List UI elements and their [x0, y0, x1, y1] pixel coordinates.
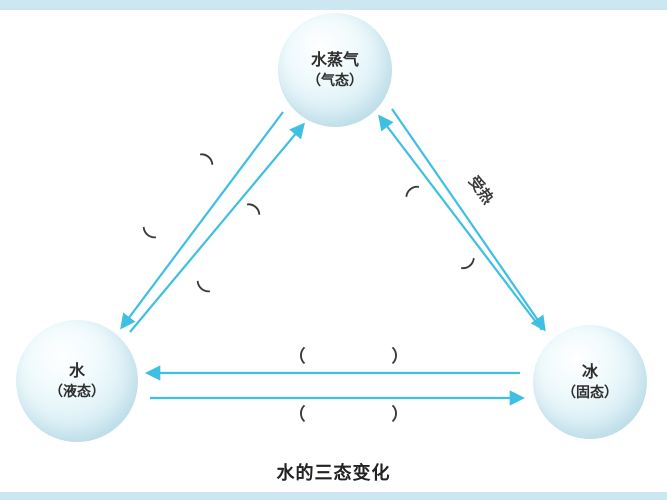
arrow-vapor-to-ice — [391, 108, 546, 332]
node-vapor-name: 水蒸气 — [310, 51, 359, 69]
blank-left-inner-open-paren: （ — [186, 279, 212, 305]
label-heated: 受热 — [465, 173, 497, 208]
node-vapor: 水蒸气 （气态） — [278, 13, 392, 127]
node-water-name: 水 — [68, 362, 85, 380]
blank-bottom-upper-close-paren: ） — [392, 346, 409, 366]
blank-right-close-paren: ） — [459, 256, 485, 282]
diagram-title: 水的三态变化 — [276, 463, 391, 483]
node-ice: 冰 （固态） — [533, 325, 647, 439]
bottom-border-strip — [0, 492, 667, 500]
node-ice-name: 冰 — [581, 363, 598, 381]
node-water-state: （液态） — [49, 383, 105, 400]
top-border-strip — [0, 0, 667, 10]
blank-bottom-lower-open-paren: （ — [289, 404, 306, 424]
arrow-vapor-to-water — [120, 111, 284, 330]
arrow-ice-to-vapor — [378, 114, 543, 331]
node-ice-state: （固态） — [562, 384, 618, 401]
blank-left-inner-close-paren: ） — [245, 191, 271, 217]
blank-bottom-lower-close-paren: ） — [392, 404, 409, 424]
blank-left-outer-close-paren: ） — [198, 141, 224, 167]
blank-bottom-upper-open-paren: （ — [289, 346, 306, 366]
blank-right-open-paren: （ — [395, 173, 421, 199]
node-water: 水 （液态） — [16, 320, 138, 442]
arrow-water-to-vapor — [129, 122, 305, 333]
node-vapor-state: （气态） — [307, 72, 363, 89]
blank-left-outer-open-paren: （ — [132, 225, 158, 251]
